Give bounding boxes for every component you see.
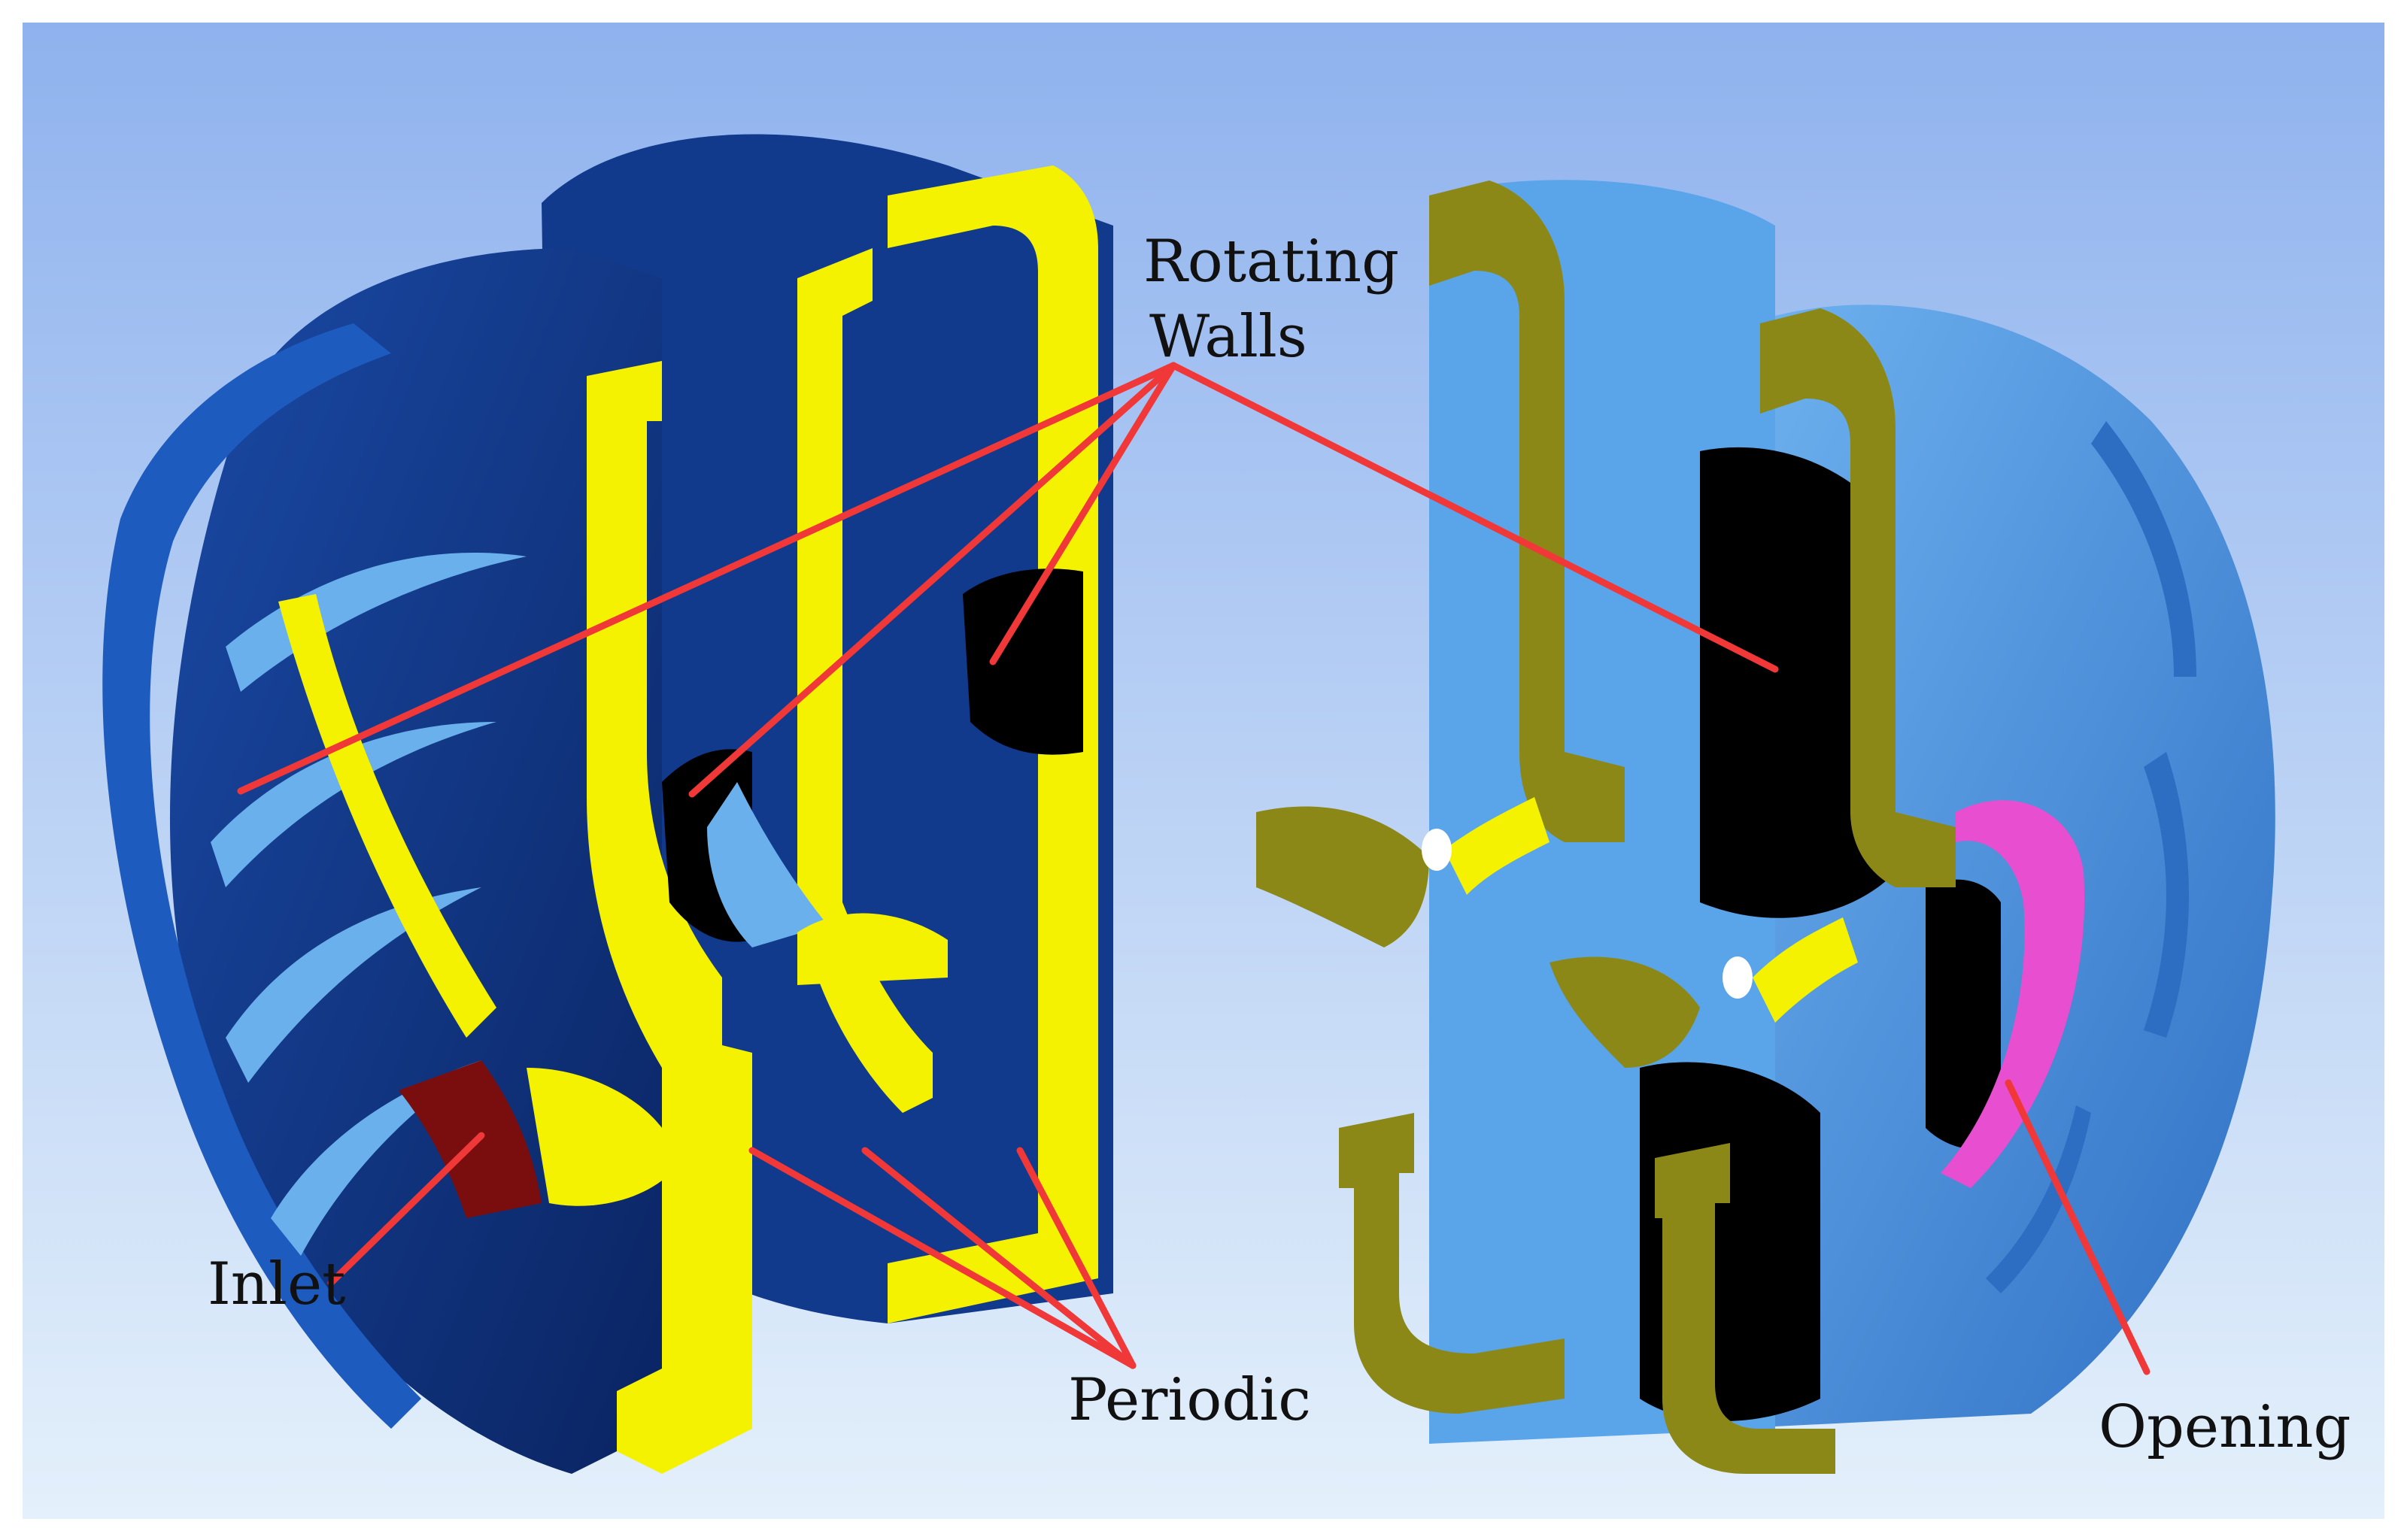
- leader-rotating-walls-left-rear: [989, 362, 1177, 665]
- leader-lines: [237, 362, 2151, 1375]
- left-middle-shroud-cut: [797, 248, 933, 1113]
- inlet-patch: [399, 1060, 542, 1218]
- right-yellow-strip-upper: [1444, 797, 1550, 895]
- leader-periodic-1: [748, 1147, 1137, 1369]
- label-periodic: Periodic: [1068, 1366, 1311, 1434]
- left-outer-rim: [102, 323, 421, 1429]
- right-inlet-cut-face: [1256, 806, 1429, 947]
- leader-inlet: [327, 1132, 485, 1287]
- leader-periodic-3: [1016, 1147, 1137, 1369]
- leader-rotating-walls-left-hub: [688, 362, 1177, 798]
- right-blade-slot: [2091, 421, 2196, 677]
- label-inlet: Inlet: [208, 1250, 346, 1318]
- left-blade-nose: [707, 782, 827, 947]
- right-yellow-strip-lower: [1753, 917, 1858, 1023]
- right-middle-shroud-cut: [1760, 308, 1956, 887]
- right-lower-shroud-cut: [1339, 1113, 1565, 1414]
- left-blade-cut-face: [278, 594, 496, 1038]
- right-hub-passage-upper: [1700, 447, 1896, 918]
- left-hub-rear: [963, 568, 1083, 755]
- right-front-shroud-cut: [1429, 180, 1625, 842]
- leader-rotating-walls-right: [1170, 362, 1779, 673]
- right-hub-core: [1926, 879, 2001, 1150]
- leader-rotating-walls-left-rim: [237, 362, 1177, 795]
- right-hub-highlight: [1422, 829, 1452, 871]
- left-front-shroud-cut: [587, 361, 752, 1474]
- left-blade-tip-cut: [797, 913, 948, 985]
- label-rotating-walls-line2: Walls: [1149, 303, 1307, 371]
- right-impeller-model: [1256, 180, 2275, 1474]
- right-blade-slot: [2144, 752, 2189, 1038]
- right-hub-highlight: [1723, 956, 1753, 999]
- left-blade-slot: [271, 1060, 481, 1256]
- left-inlet-cut-face: [527, 1068, 662, 1206]
- opening-patch: [1941, 800, 2085, 1188]
- leader-opening: [2005, 1079, 2151, 1375]
- left-rear-shroud-cut: [888, 165, 1098, 1323]
- left-impeller-model: [102, 134, 1113, 1474]
- left-blade-slot: [226, 887, 481, 1083]
- right-blade-slot: [1986, 1105, 2091, 1293]
- label-rotating-walls-line1: Rotating: [1143, 228, 1399, 296]
- label-opening: Opening: [2099, 1393, 2351, 1461]
- left-front-stage: [169, 248, 663, 1474]
- right-mid-cut-face: [1550, 956, 1700, 1068]
- right-lower-rear-cut: [1655, 1143, 1835, 1474]
- leader-periodic-2: [861, 1147, 1137, 1369]
